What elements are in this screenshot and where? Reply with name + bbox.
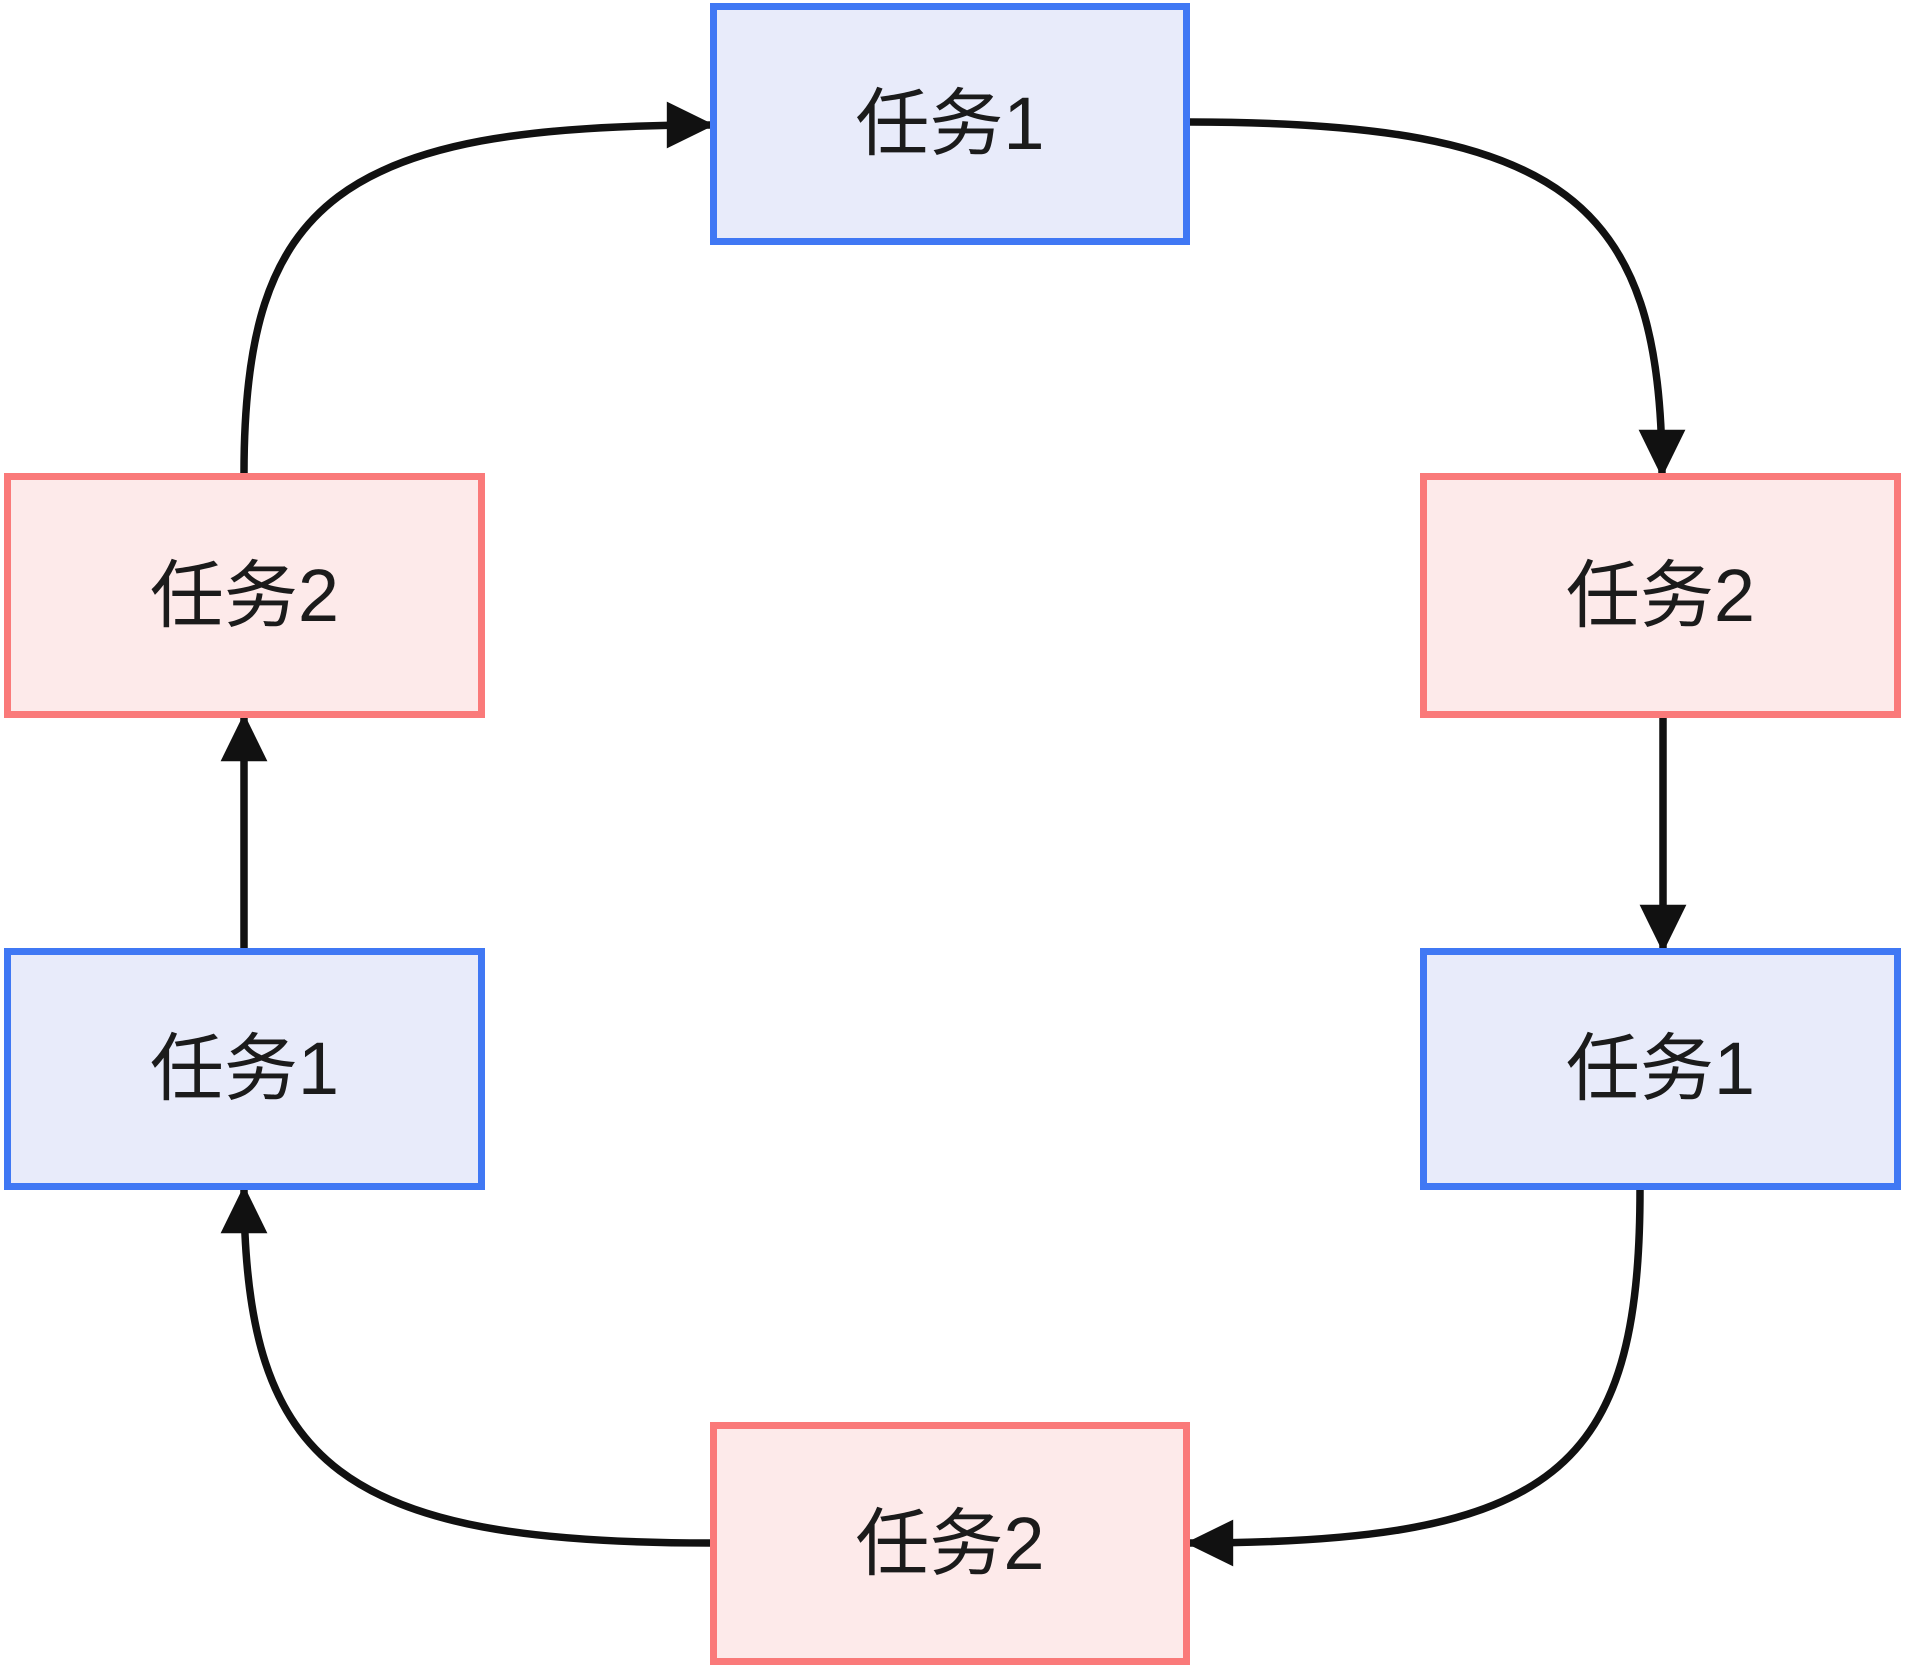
node-label: 任务1 <box>855 82 1045 165</box>
node-label: 任务2 <box>1565 553 1756 637</box>
node-label: 任务1 <box>149 1027 340 1110</box>
node-bottom-task2[interactable]: 任务2 <box>710 1422 1190 1665</box>
node-right-lower-task1[interactable]: 任务1 <box>1420 948 1901 1190</box>
edge-bottom-to-left-bot <box>220 1185 711 1547</box>
node-left-lower-task1[interactable]: 任务1 <box>4 948 485 1190</box>
node-top-task1[interactable]: 任务1 <box>710 3 1190 245</box>
node-right-upper-task2[interactable]: 任务2 <box>1420 473 1901 718</box>
edge-right-bot-to-bottom <box>1185 1189 1644 1567</box>
node-label: 任务1 <box>1565 1027 1756 1110</box>
edge-top-to-right-top <box>1189 118 1686 478</box>
node-left-upper-task2[interactable]: 任务2 <box>4 473 485 718</box>
edge-left-top-to-top <box>240 101 715 474</box>
node-label: 任务2 <box>855 1501 1045 1585</box>
node-label: 任务2 <box>149 553 340 637</box>
